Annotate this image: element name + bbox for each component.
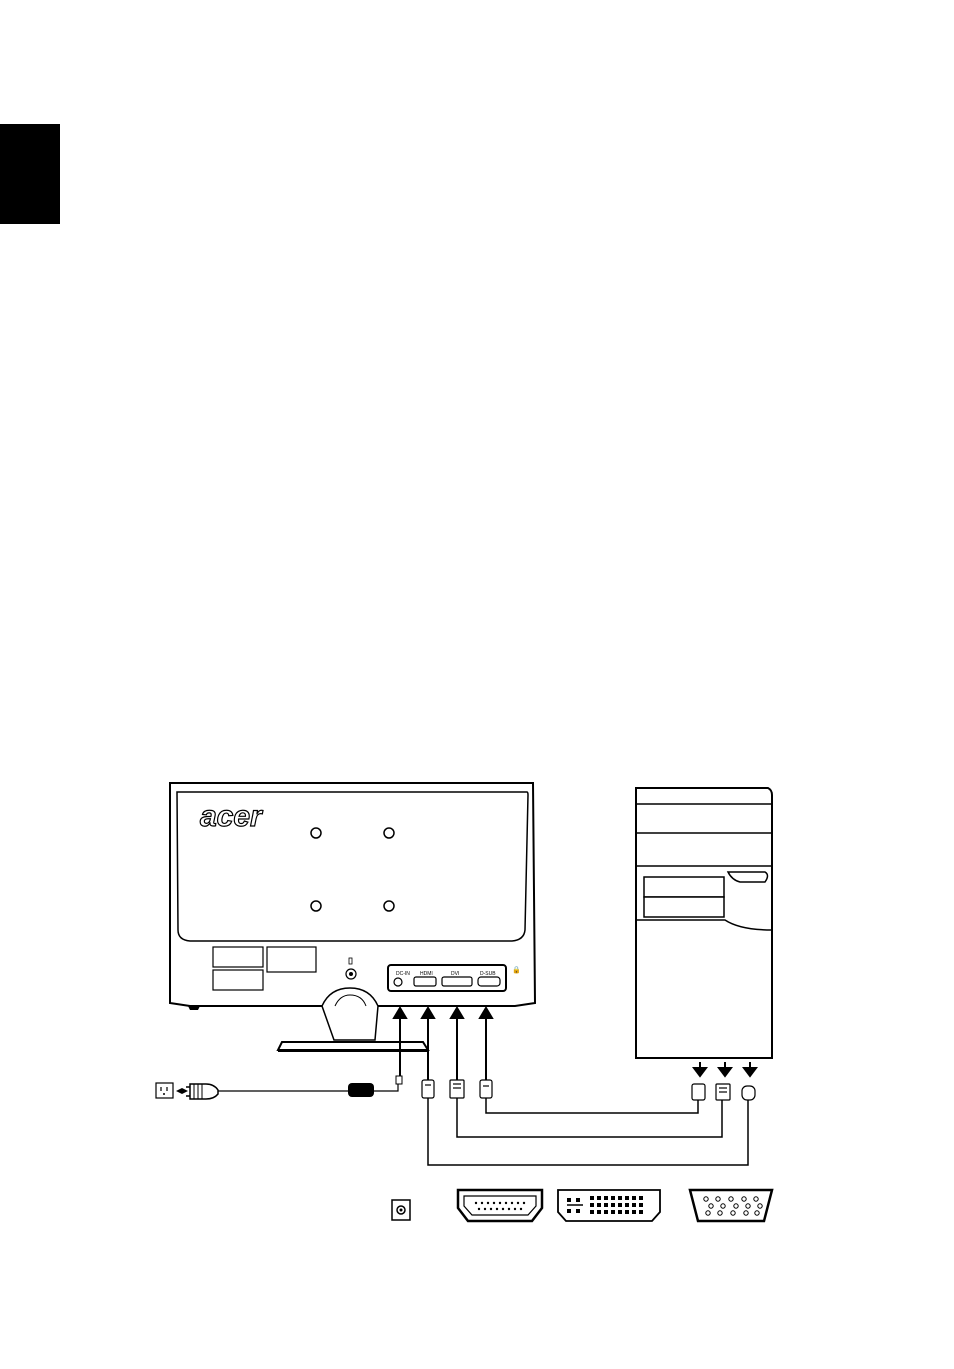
pc-hdmi-plug-icon: [742, 1086, 755, 1100]
hdmi-port-icon: [458, 1190, 542, 1221]
monitor-port-panel: DC-IN HDMI DVI D-SUB 🔒: [388, 965, 521, 991]
svg-text:🔒: 🔒: [512, 966, 521, 974]
vga-plug-icon: [480, 1080, 492, 1098]
vga-dsub-port-icon: [690, 1190, 772, 1221]
monitor-back-view: acer DC-IN HDMI DVI D-SUB: [170, 783, 535, 1052]
connector-legend: [392, 1190, 772, 1221]
pc-tower-icon: [636, 788, 772, 1058]
dc-in-jack-icon: [392, 1200, 410, 1220]
hdmi-plug-icon: [422, 1080, 434, 1098]
port-label-dc-in: DC-IN: [396, 971, 410, 977]
monitor-cable-plugs: [422, 1080, 492, 1098]
signal-cables: [428, 1098, 748, 1165]
power-plug-icon: [186, 1084, 218, 1099]
pc-vga-plug-icon: [692, 1084, 705, 1100]
pc-cable-plugs: [692, 1084, 755, 1100]
pc-dvi-plug-icon: [716, 1084, 730, 1100]
port-label-dvi: DVI: [451, 971, 459, 977]
power-adapter-icon: [348, 1083, 374, 1097]
power-chain: [156, 1076, 402, 1099]
port-label-hdmi: HDMI: [420, 971, 433, 977]
down-arrows: [694, 1062, 756, 1076]
wall-outlet-icon: [156, 1083, 173, 1098]
port-label-dsub: D-SUB: [480, 971, 496, 977]
dvi-port-icon: [558, 1190, 660, 1221]
dvi-plug-icon: [450, 1080, 464, 1098]
acer-logo: acer: [200, 800, 264, 833]
